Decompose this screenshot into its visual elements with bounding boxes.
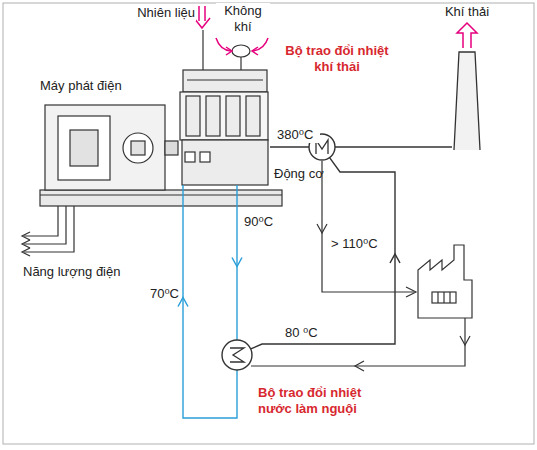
engine-drawing-part	[206, 96, 220, 136]
pipe-lines-part	[322, 161, 414, 292]
engine-drawing-part	[187, 79, 263, 80]
factory-drawing-part	[449, 292, 450, 303]
engine-drawing-part	[246, 96, 260, 136]
electric-wires-part	[22, 232, 30, 240]
temperature-label: 80 ⁰C	[284, 325, 330, 341]
temperature-label: 380⁰C	[276, 127, 320, 143]
pipe-line	[236, 185, 237, 340]
generator-drawing-part	[70, 130, 98, 166]
generator-drawing-part	[131, 141, 145, 155]
flow-arrows-part	[198, 6, 200, 21]
pipe-lines-part	[355, 361, 364, 371]
electric-wires-part	[24, 206, 74, 252]
node-label: Bộ trao đổi nhiệt nước làm nguội	[258, 385, 393, 418]
generator-drawing-part	[165, 141, 178, 155]
engine-drawing-part	[202, 30, 203, 70]
output-label: Năng lượng điện	[22, 264, 174, 280]
pipe-connector	[335, 147, 452, 148]
engine-drawing-part	[186, 96, 200, 136]
generator-drawing-part	[58, 116, 110, 180]
cooling-heat-exchanger: Bộ trao đổi nhiệt nước làm nguội	[221, 339, 253, 371]
chimney: Khí thải	[452, 52, 482, 150]
heat-exchanger-circle	[222, 340, 252, 370]
node-label: Động cơ	[274, 166, 344, 182]
generator-drawing-part	[45, 105, 165, 190]
arrow-head	[390, 254, 400, 263]
factory-drawing-part	[432, 292, 456, 303]
node-label: Bộ trao đổi nhiệt khí thải	[281, 43, 393, 76]
frame	[3, 3, 534, 444]
platform	[40, 190, 282, 206]
pipe-lines-part	[251, 318, 465, 366]
pipe-line	[183, 185, 237, 418]
generator-drawing-part	[123, 133, 153, 163]
pipe-connector	[270, 147, 309, 148]
pipe-connector	[178, 185, 237, 418]
engine: Động cơ	[180, 70, 270, 185]
flow-arrows-part	[252, 47, 258, 55]
cooling-heat-exchanger-shape	[221, 339, 253, 371]
generator: Máy phát điện	[45, 105, 165, 190]
factory-drawing-part	[443, 292, 444, 303]
electric-wires-part	[24, 206, 58, 236]
platform-part	[40, 190, 282, 206]
pipe-lines-part	[406, 287, 416, 297]
pipe-lines	[251, 161, 470, 371]
node-label: Máy phát điện	[40, 78, 190, 94]
flow-arrows-part	[204, 6, 206, 21]
pipe-lines-part	[317, 224, 327, 233]
chimney-outline	[454, 52, 480, 150]
node-label: Khí thải	[427, 4, 507, 20]
chimney-shape	[452, 52, 482, 150]
engine-drawing-part	[226, 96, 240, 136]
heat-exchanger-coil	[230, 348, 244, 362]
temperature-label: 90⁰C	[243, 214, 285, 230]
engine-drawing-part	[240, 56, 241, 70]
engine-drawing-part	[200, 152, 210, 162]
pipe-connector	[251, 158, 400, 349]
pipe-line	[251, 158, 395, 349]
electric-wires	[22, 206, 74, 256]
factory-drawing	[418, 245, 472, 318]
pipe-line	[270, 146, 309, 147]
flow-arrows-part	[194, 18, 210, 28]
air-label: Không khí	[216, 3, 270, 36]
electric-wires-part	[22, 248, 30, 256]
temperature-label: 70⁰C	[136, 286, 180, 302]
flow-arrows-part	[226, 47, 232, 55]
flow-arrows-part	[457, 23, 477, 48]
pipe-line	[335, 146, 452, 147]
engine-drawing-part	[232, 45, 250, 57]
engine-drawing-part	[185, 152, 195, 162]
arrow-head	[232, 258, 242, 267]
temperature-label: > 110⁰C	[330, 236, 392, 252]
generator-drawing	[45, 105, 178, 190]
platform-part	[40, 194, 282, 195]
factory-drawing-part	[437, 292, 438, 303]
engine-drawing	[180, 30, 268, 185]
electric-wires-part	[24, 206, 66, 244]
pipe-connector	[232, 185, 242, 340]
electric-wires-part	[22, 240, 30, 248]
engine-drawing-part	[182, 140, 268, 185]
pipe-lines-part	[460, 336, 470, 345]
engine-drawing-part	[180, 92, 268, 140]
fuel-label: Nhiên liệu	[114, 5, 196, 21]
engine-drawing-part	[183, 70, 267, 92]
factory-drawing-part	[418, 245, 472, 318]
